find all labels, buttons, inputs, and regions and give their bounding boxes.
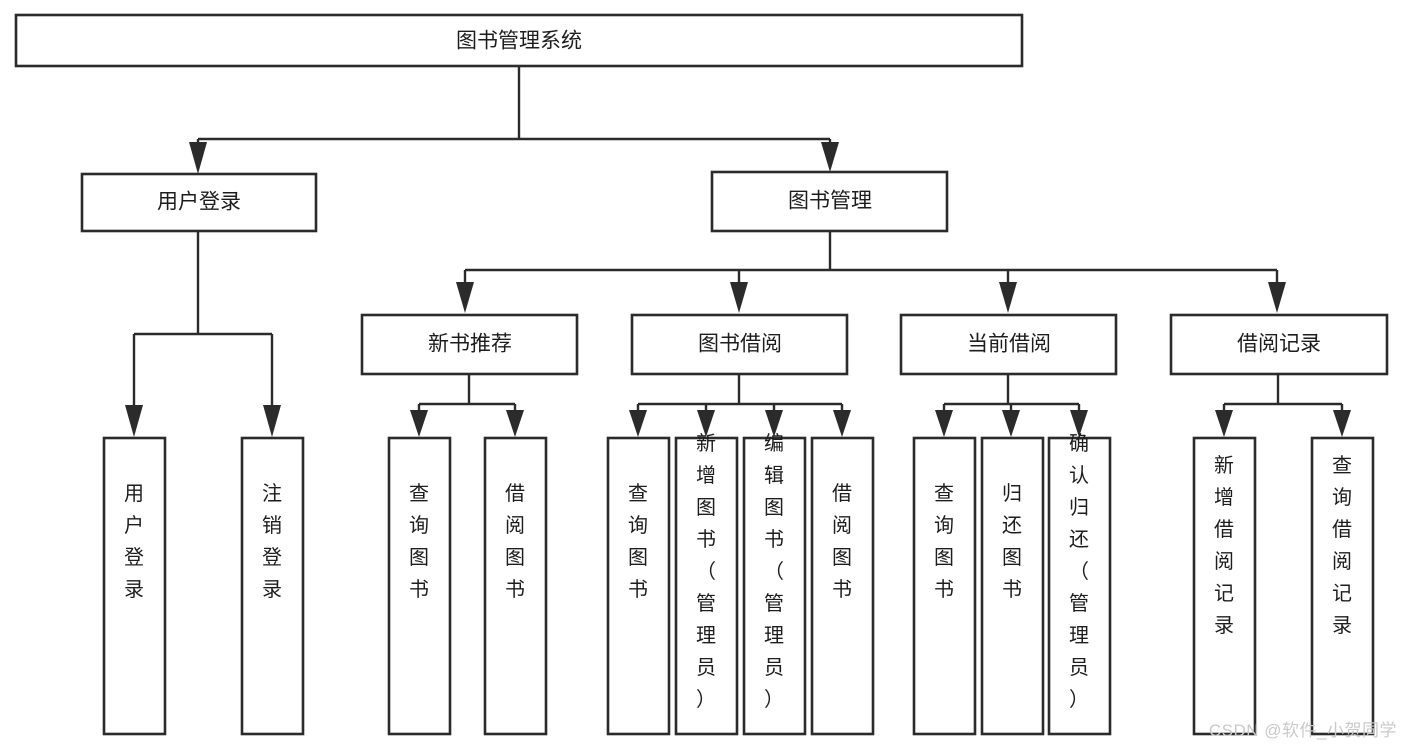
node-root-box[interactable] bbox=[14, 13, 1024, 68]
node-leaf-borrow-book-2[interactable]: 借阅图书 bbox=[810, 436, 875, 736]
arrow-borrow-record bbox=[1268, 282, 1286, 313]
node-leaf-query-book-3[interactable]: 查询图书 bbox=[912, 436, 977, 736]
node-user-login[interactable]: 用户登录 bbox=[80, 172, 318, 233]
arrow-leaf-query-book-1 bbox=[410, 410, 428, 437]
node-book-borrow-box[interactable] bbox=[630, 313, 849, 376]
node-leaf-edit-book-label: 编辑图书（管理员） bbox=[764, 432, 784, 711]
node-user-login-box[interactable] bbox=[80, 172, 318, 233]
node-leaf-user-login[interactable]: 用户登录 bbox=[102, 436, 167, 736]
node-borrow-record-box[interactable] bbox=[1169, 313, 1389, 376]
node-leaf-query-record-label: 查询借阅记录 bbox=[1332, 454, 1352, 637]
arrow-leaf-borrow-book-2 bbox=[833, 410, 851, 437]
node-leaf-query-record-box[interactable] bbox=[1310, 436, 1375, 736]
node-leaf-add-book-label: 新增图书（管理员） bbox=[696, 432, 716, 711]
node-leaf-borrow-book-1[interactable]: 借阅图书 bbox=[483, 436, 548, 736]
node-user-login-label: 用户登录 bbox=[157, 191, 241, 214]
arrow-leaf-confirm-return bbox=[1070, 410, 1088, 437]
node-leaf-confirm-return-label: 确认归还（管理员） bbox=[1069, 432, 1089, 711]
node-leaf-confirm-return-box[interactable] bbox=[1047, 436, 1112, 736]
node-leaf-query-record[interactable]: 查询借阅记录 bbox=[1310, 436, 1375, 736]
node-leaf-borrow-book-1-box[interactable] bbox=[483, 436, 548, 736]
node-borrow-record-label: 借阅记录 bbox=[1237, 333, 1321, 356]
arrow-leaf-user-login bbox=[125, 405, 143, 437]
arrow-leaf-borrow-book-1 bbox=[506, 410, 524, 437]
node-borrow-record[interactable]: 借阅记录 bbox=[1169, 313, 1389, 376]
node-leaf-edit-book-box[interactable] bbox=[742, 436, 807, 736]
node-leaf-user-login-label: 用户登录 bbox=[124, 483, 144, 601]
node-leaf-query-book-3-box[interactable] bbox=[912, 436, 977, 736]
node-leaf-add-record-label: 新增借阅记录 bbox=[1214, 454, 1234, 637]
node-leaf-query-book-1-label: 查询图书 bbox=[409, 482, 429, 601]
node-new-book-rec[interactable]: 新书推荐 bbox=[360, 313, 579, 376]
node-book-borrow-label: 图书借阅 bbox=[698, 333, 782, 356]
node-leaf-query-book-2[interactable]: 查询图书 bbox=[606, 436, 671, 736]
node-leaf-borrow-book-2-box[interactable] bbox=[810, 436, 875, 736]
node-leaf-query-book-3-label: 查询图书 bbox=[934, 482, 954, 601]
node-leaf-return-book[interactable]: 归还图书 bbox=[980, 436, 1045, 736]
arrow-leaf-add-record bbox=[1215, 410, 1233, 437]
node-current-borrow-label: 当前借阅 bbox=[967, 333, 1051, 356]
arrow-current-borrow bbox=[999, 282, 1017, 313]
node-leaf-query-book-1[interactable]: 查询图书 bbox=[387, 436, 452, 736]
node-leaf-borrow-book-2-label: 借阅图书 bbox=[832, 482, 852, 601]
node-leaf-logout-box[interactable] bbox=[240, 436, 305, 736]
node-leaf-query-book-2-label: 查询图书 bbox=[628, 482, 648, 601]
arrow-leaf-add-book bbox=[697, 410, 715, 437]
node-new-book-rec-label: 新书推荐 bbox=[428, 333, 512, 356]
node-leaf-logout[interactable]: 注销登录 bbox=[240, 436, 305, 736]
node-leaf-query-book-1-box[interactable] bbox=[387, 436, 452, 736]
connector-layer bbox=[125, 66, 1351, 437]
node-root[interactable]: 图书管理系统 bbox=[14, 13, 1024, 68]
arrow-book-borrow bbox=[730, 282, 748, 313]
arrow-user-login bbox=[189, 142, 207, 174]
node-leaf-edit-book[interactable]: 编辑图书（管理员） bbox=[742, 432, 807, 736]
node-leaf-query-book-2-box[interactable] bbox=[606, 436, 671, 736]
node-leaf-add-book[interactable]: 新增图书（管理员） bbox=[674, 432, 739, 736]
node-leaf-add-book-box[interactable] bbox=[674, 436, 739, 736]
node-book-manage-label: 图书管理 bbox=[788, 190, 872, 213]
node-leaf-confirm-return[interactable]: 确认归还（管理员） bbox=[1047, 432, 1112, 736]
node-leaf-add-record[interactable]: 新增借阅记录 bbox=[1192, 436, 1257, 736]
arrow-leaf-edit-book bbox=[765, 410, 783, 437]
node-root-label: 图书管理系统 bbox=[456, 30, 582, 53]
node-current-borrow-box[interactable] bbox=[899, 313, 1118, 376]
arrow-leaf-return-book bbox=[1002, 410, 1020, 437]
node-book-manage[interactable]: 图书管理 bbox=[710, 170, 949, 233]
arrow-leaf-query-book-3 bbox=[935, 410, 953, 437]
node-leaf-return-book-label: 归还图书 bbox=[1002, 482, 1022, 601]
node-leaf-return-book-box[interactable] bbox=[980, 436, 1045, 736]
node-book-manage-box[interactable] bbox=[710, 170, 949, 233]
arrow-new-book-rec bbox=[456, 282, 474, 313]
arrow-leaf-query-book-2 bbox=[629, 410, 647, 437]
node-current-borrow[interactable]: 当前借阅 bbox=[899, 313, 1118, 376]
arrow-book-manage bbox=[821, 142, 839, 172]
arrow-leaf-query-record bbox=[1333, 410, 1351, 437]
arrow-leaf-logout bbox=[263, 405, 281, 437]
node-leaf-borrow-book-1-label: 借阅图书 bbox=[505, 482, 525, 601]
node-book-borrow[interactable]: 图书借阅 bbox=[630, 313, 849, 376]
node-leaf-add-record-box[interactable] bbox=[1192, 436, 1257, 736]
node-leaf-logout-label: 注销登录 bbox=[262, 482, 282, 601]
node-leaf-user-login-box[interactable] bbox=[102, 436, 167, 736]
node-new-book-rec-box[interactable] bbox=[360, 313, 579, 376]
